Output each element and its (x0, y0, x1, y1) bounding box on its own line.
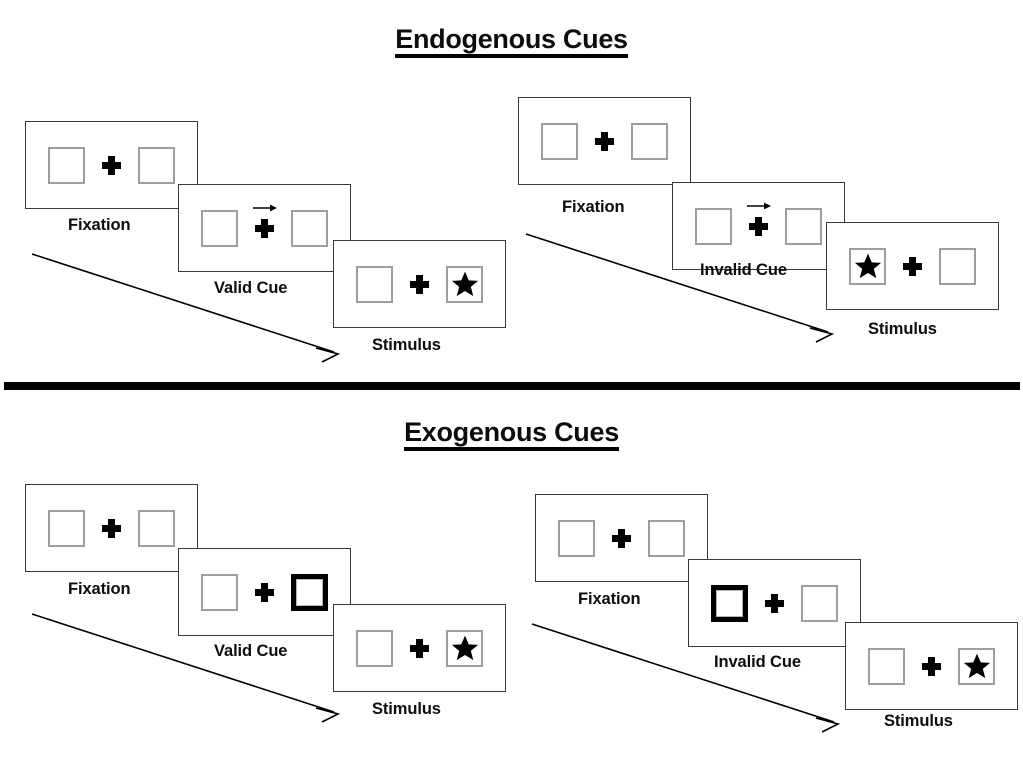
right-box (939, 247, 976, 285)
right-box (801, 584, 838, 622)
right-box-highlighted (291, 573, 328, 611)
section-title-endogenous: Endogenous Cues (0, 24, 1023, 59)
caption-endogenous-valid-fixation: Fixation (68, 216, 131, 234)
right-box (138, 509, 175, 547)
fixation-cross-icon (255, 582, 274, 602)
frame-content (201, 573, 328, 611)
left-box (558, 519, 595, 557)
right-box (785, 207, 822, 245)
frame-content (201, 204, 328, 247)
frame-content (711, 584, 838, 622)
right-box (648, 519, 685, 557)
fixation-cross-icon (903, 256, 922, 276)
caption-endogenous-invalid-cue: Invalid Cue (700, 261, 787, 279)
frame-content (48, 509, 175, 547)
left-box (356, 265, 393, 303)
frame-content (558, 519, 685, 557)
frame-content (48, 146, 175, 184)
fixation-cross-icon (102, 518, 121, 538)
section-divider (4, 382, 1020, 390)
frame-content (849, 247, 976, 285)
frame-content (541, 122, 668, 160)
right-box (958, 647, 995, 685)
star-icon (451, 270, 479, 298)
caption-exogenous-invalid-stimulus: Stimulus (884, 712, 953, 730)
right-box (631, 122, 668, 160)
frame-exogenous-invalid-fixation[interactable] (535, 494, 708, 582)
frame-exogenous-valid-cue[interactable] (178, 548, 351, 636)
right-box (446, 265, 483, 303)
frame-content (868, 647, 995, 685)
section-title-exogenous: Exogenous Cues (0, 417, 1023, 452)
left-box (201, 209, 238, 247)
caption-endogenous-valid-cue: Valid Cue (214, 279, 288, 297)
left-box (849, 247, 886, 285)
star-icon (963, 652, 991, 680)
frame-endogenous-valid-cue[interactable] (178, 184, 351, 272)
left-box-highlighted (711, 584, 748, 622)
left-box (201, 573, 238, 611)
fixation-cross-icon (922, 656, 941, 676)
fixation-cross-icon (102, 155, 121, 175)
left-box (868, 647, 905, 685)
frame-endogenous-invalid-cue[interactable] (672, 182, 845, 270)
section-title-exogenous-text: Exogenous Cues (404, 418, 619, 452)
section-title-endogenous-text: Endogenous Cues (395, 25, 628, 59)
fixation-cross-icon (410, 274, 429, 294)
fixation-cross-icon (746, 202, 771, 236)
arrow-right-icon (252, 203, 278, 213)
left-box (48, 509, 85, 547)
caption-endogenous-invalid-fixation: Fixation (562, 198, 625, 216)
caption-endogenous-valid-stimulus: Stimulus (372, 336, 441, 354)
frame-exogenous-invalid-stimulus[interactable] (845, 622, 1018, 710)
fixation-cross-icon (612, 528, 631, 548)
caption-exogenous-valid-fixation: Fixation (68, 580, 131, 598)
left-box (695, 207, 732, 245)
frame-endogenous-invalid-fixation[interactable] (518, 97, 691, 185)
fixation-cross-icon (595, 131, 614, 151)
frame-endogenous-valid-stimulus[interactable] (333, 240, 506, 328)
fixation-cross-icon (765, 593, 784, 613)
frame-exogenous-valid-stimulus[interactable] (333, 604, 506, 692)
left-box (48, 146, 85, 184)
frame-content (356, 629, 483, 667)
arrow-right-icon (746, 201, 772, 211)
fixation-cross-icon (252, 204, 277, 238)
caption-exogenous-invalid-cue: Invalid Cue (714, 653, 801, 671)
frame-content (695, 202, 822, 245)
fixation-cross-icon (410, 638, 429, 658)
frame-exogenous-invalid-cue[interactable] (688, 559, 861, 647)
left-box (356, 629, 393, 667)
caption-endogenous-invalid-stimulus: Stimulus (868, 320, 937, 338)
star-icon (451, 634, 479, 662)
star-icon (854, 252, 882, 280)
frame-endogenous-valid-fixation[interactable] (25, 121, 198, 209)
right-box (446, 629, 483, 667)
frame-exogenous-valid-fixation[interactable] (25, 484, 198, 572)
caption-exogenous-invalid-fixation: Fixation (578, 590, 641, 608)
frame-endogenous-invalid-stimulus[interactable] (826, 222, 999, 310)
caption-exogenous-valid-stimulus: Stimulus (372, 700, 441, 718)
frame-content (356, 265, 483, 303)
caption-exogenous-valid-cue: Valid Cue (214, 642, 288, 660)
right-box (138, 146, 175, 184)
right-box (291, 209, 328, 247)
left-box (541, 122, 578, 160)
